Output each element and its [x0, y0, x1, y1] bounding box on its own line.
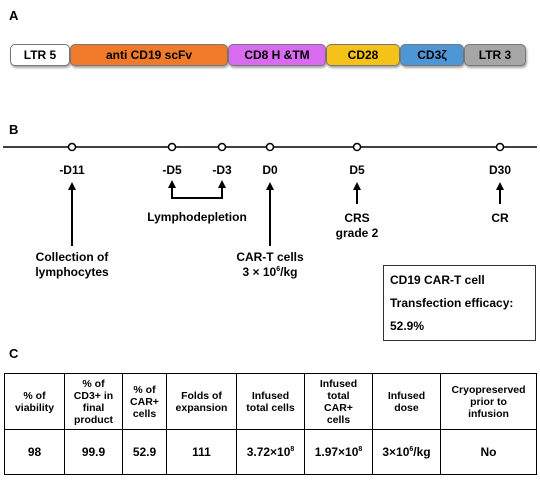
- panel-label-b: B: [9, 122, 19, 137]
- transfection-info-box: CD19 CAR-T cell Transfection efficacy: 5…: [383, 265, 536, 341]
- cell-dose: 3×106/kg: [372, 429, 441, 475]
- info-line1: CD19 CAR-T cell: [390, 273, 485, 287]
- event-cart: CAR-T cells 3 × 106/kg: [210, 250, 330, 280]
- event-collection-line1: Collection of: [35, 250, 109, 264]
- cell-total-cells: 3.72×108: [236, 429, 305, 475]
- segment-cd3z: CD3ζ: [400, 44, 464, 66]
- cell-car: 52.9: [122, 429, 167, 475]
- cell-folds: 111: [166, 429, 237, 475]
- timepoint-d-3: [217, 142, 227, 152]
- segment-cd28: CD28: [326, 44, 400, 66]
- info-line3: 52.9%: [390, 319, 425, 333]
- cell-viability: 98: [4, 429, 65, 475]
- timepoint-d5: [352, 142, 362, 152]
- segment-ltr5: LTR 5: [10, 44, 70, 66]
- segment-cd8: CD8 H &TM: [228, 44, 326, 66]
- timepoint-d-5: [167, 142, 177, 152]
- event-crs: CRS grade 2: [317, 211, 397, 241]
- event-cart-line1: CAR-T cells: [236, 250, 304, 264]
- event-crs-line1: CRS: [344, 211, 370, 225]
- day-label-d5: D5: [349, 163, 365, 177]
- event-collection: Collection of lymphocytes: [12, 250, 132, 280]
- info-line2: Transfection efficacy:: [390, 296, 514, 310]
- cell-cryopreserved: No: [440, 429, 537, 475]
- day-label-d-11: -D11: [59, 163, 85, 177]
- timepoint-d0: [265, 142, 275, 152]
- day-label-d0: D0: [262, 163, 278, 177]
- day-label-d-5: -D5: [162, 163, 182, 177]
- table-row: 98 99.9 52.9 111 3.72×108 1.97×108 3×106…: [4, 429, 537, 475]
- timepoint-d-11: [67, 142, 77, 152]
- day-label-d30: D30: [488, 163, 511, 177]
- event-cr: CR: [491, 211, 509, 225]
- cell-car-cells: 1.97×108: [304, 429, 373, 475]
- event-cart-dose: 3 × 106/kg: [242, 265, 298, 279]
- event-lymphodepletion: Lymphodepletion: [147, 210, 247, 224]
- segment-scfv: anti CD19 scFv: [70, 44, 228, 66]
- segment-ltr3: LTR 3: [464, 44, 526, 66]
- event-collection-line2: lymphocytes: [35, 265, 109, 279]
- day-label-d-3: -D3: [212, 163, 232, 177]
- panel-label-a: A: [9, 8, 19, 23]
- event-crs-line2: grade 2: [335, 226, 379, 240]
- timepoint-d30: [495, 142, 505, 152]
- panel-label-c: C: [9, 346, 19, 361]
- cell-cd3: 99.9: [64, 429, 123, 475]
